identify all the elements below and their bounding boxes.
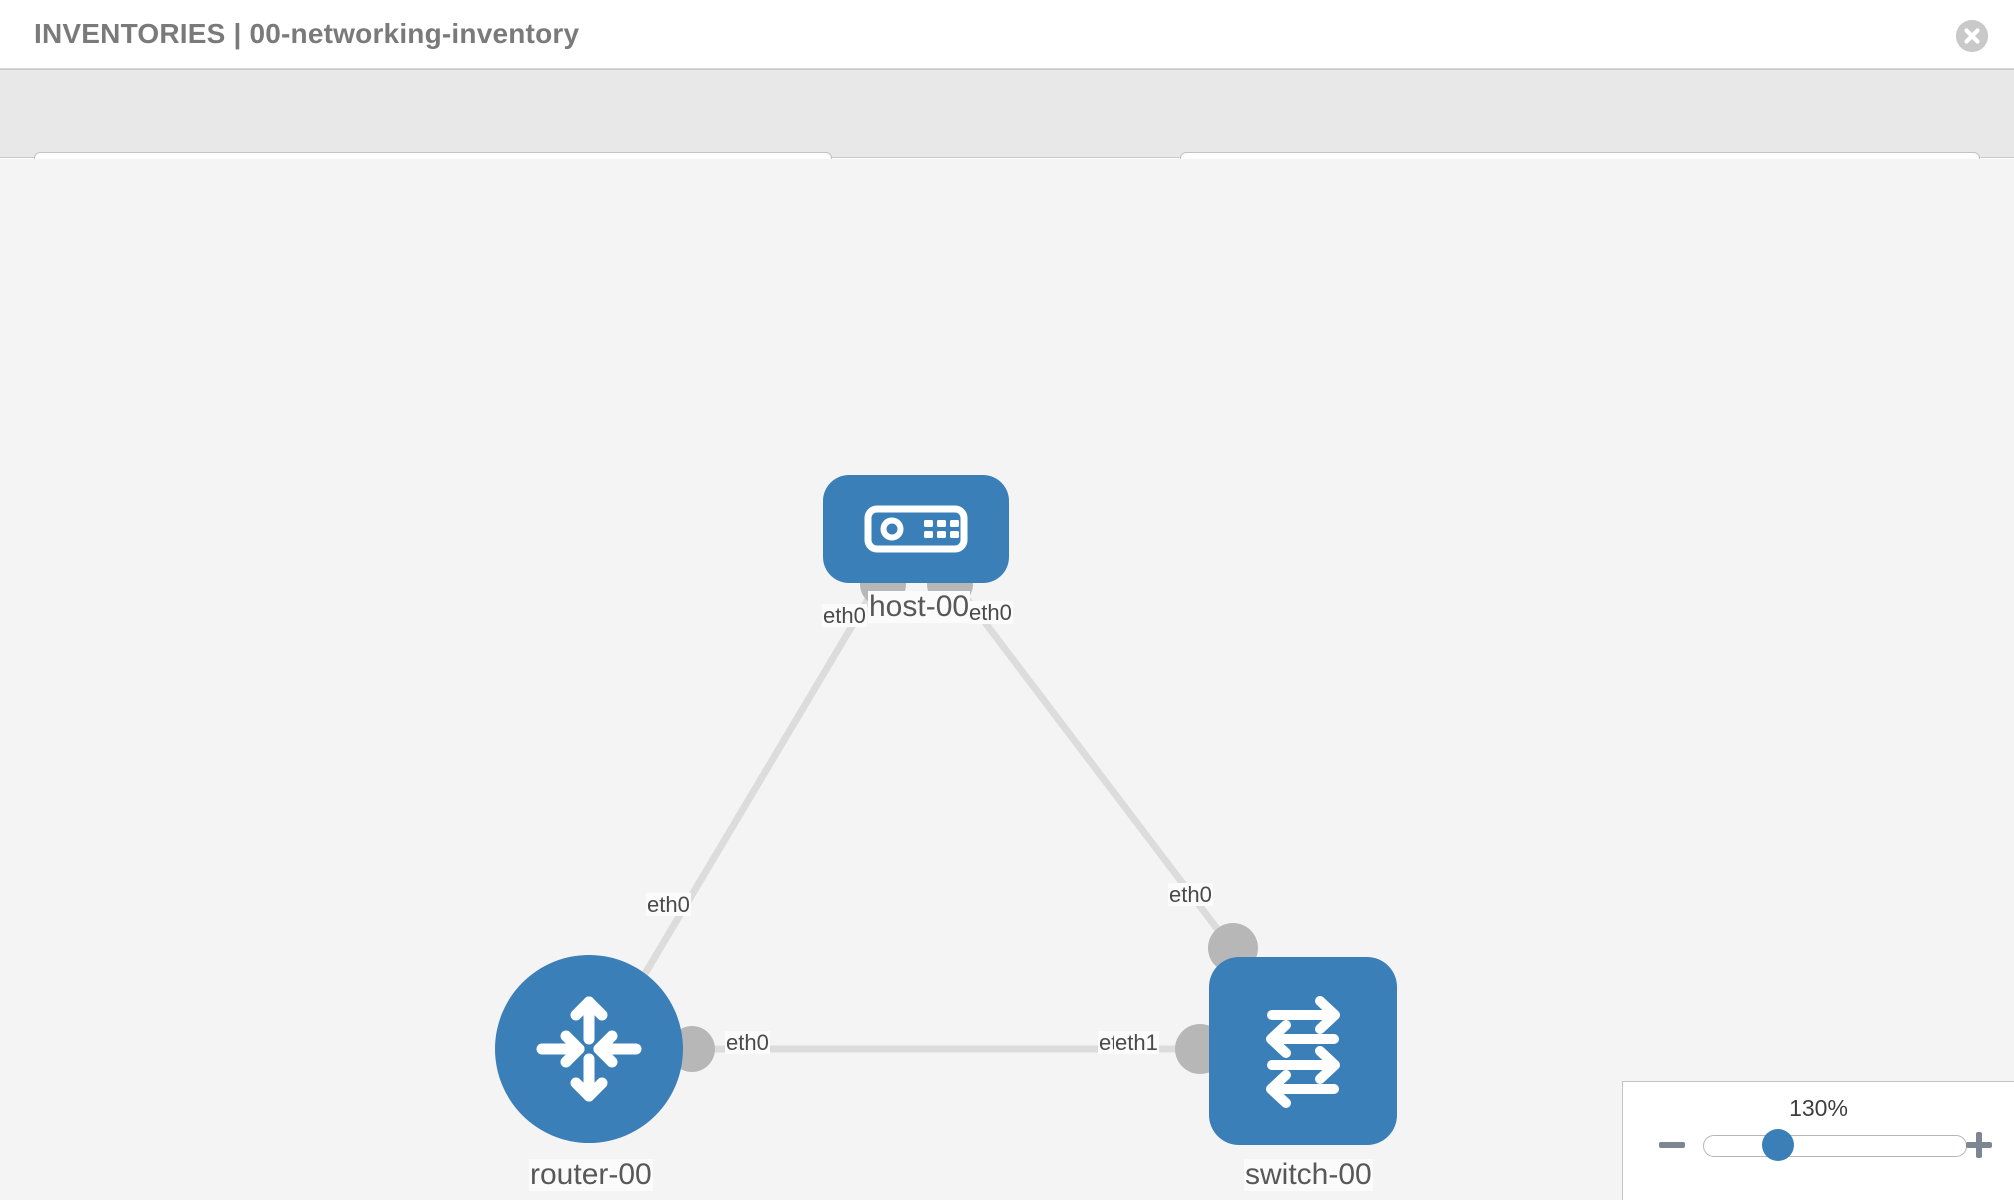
topology-edges — [620, 576, 1243, 1053]
close-icon[interactable] — [1956, 20, 1988, 52]
page-title: INVENTORIES | 00-networking-inventory — [34, 18, 580, 49]
iface-label: eth0 — [1168, 882, 1213, 907]
iface-label: eth0 — [968, 600, 1013, 625]
edge-host-router — [620, 577, 884, 1011]
iface-label: eth1 — [1114, 1030, 1159, 1055]
node-switch-00 — [1209, 957, 1397, 1145]
node-label-switch: switch-00 — [1244, 1158, 1373, 1191]
zoom-control-panel: 130% — [1622, 1081, 2014, 1200]
node-label-host: host-00 — [868, 590, 971, 623]
zoom-in-button[interactable] — [1964, 1130, 1994, 1160]
zoom-slider-track[interactable] — [1703, 1135, 1967, 1157]
iface-label: eth0 — [822, 603, 867, 628]
iface-label: eth0 — [725, 1030, 770, 1055]
iface-label: eth0 — [646, 892, 691, 917]
topology-ports — [669, 561, 1258, 1074]
window-header: INVENTORIES | 00-networking-inventory — [0, 0, 2014, 69]
zoom-out-button[interactable] — [1657, 1130, 1687, 1160]
zoom-level-label: 130% — [1789, 1095, 1848, 1121]
node-router-00 — [495, 955, 683, 1143]
node-host-00 — [823, 475, 1009, 583]
node-label-router: router-00 — [529, 1158, 653, 1191]
topology-canvas[interactable]: eth0 host-00 eth0 eth0 eth0 eth0 eth0 et… — [0, 159, 2014, 1200]
topology-toolbar: ACTIONS SEARCH — [0, 69, 2014, 204]
zoom-slider-thumb[interactable] — [1762, 1129, 1794, 1161]
